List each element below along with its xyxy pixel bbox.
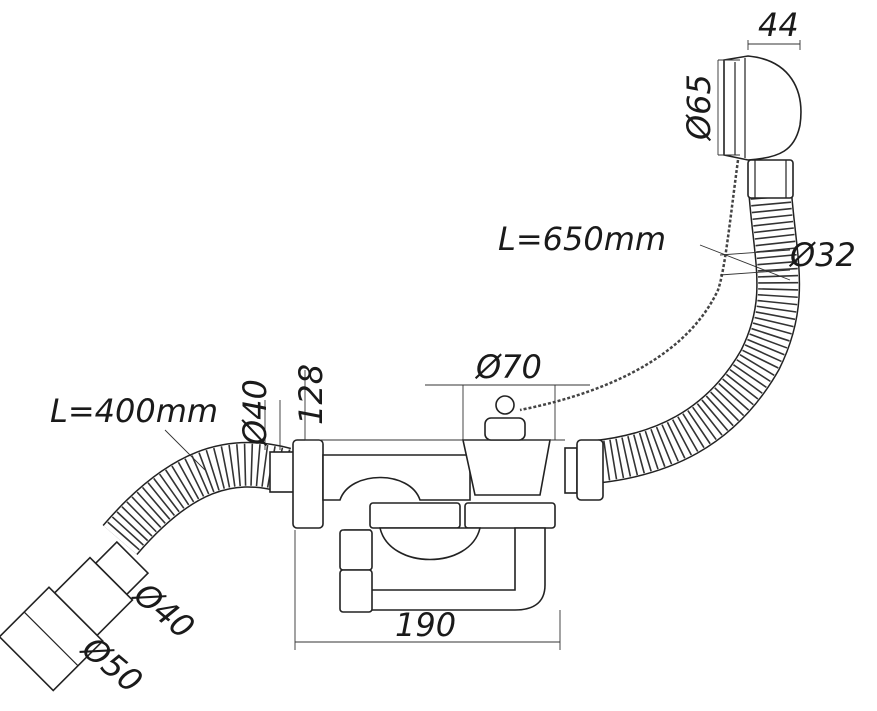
label-overflow-depth: 44: [758, 6, 799, 44]
label-overflow-hose-length: L=650mm: [498, 220, 666, 258]
label-overflow-hose-diameter: Ø32: [788, 236, 856, 274]
outlet-pipe: [0, 540, 150, 692]
plug-chain: [519, 159, 740, 412]
label-drain-diameter: Ø70: [474, 348, 542, 386]
outlet-hose: [102, 441, 292, 556]
label-trap-height: 128: [292, 364, 330, 425]
label-overflow-diameter: Ø65: [680, 74, 718, 142]
dimension-lines: [164, 40, 801, 650]
label-outlet-hose-length: L=400mm: [50, 392, 218, 430]
overflow-hose: [592, 188, 801, 484]
label-trap-width: 190: [395, 606, 456, 644]
label-outlet-connector-diameter: Ø40: [236, 379, 274, 447]
trap-body: [269, 395, 604, 613]
overflow-cap: [723, 55, 802, 199]
